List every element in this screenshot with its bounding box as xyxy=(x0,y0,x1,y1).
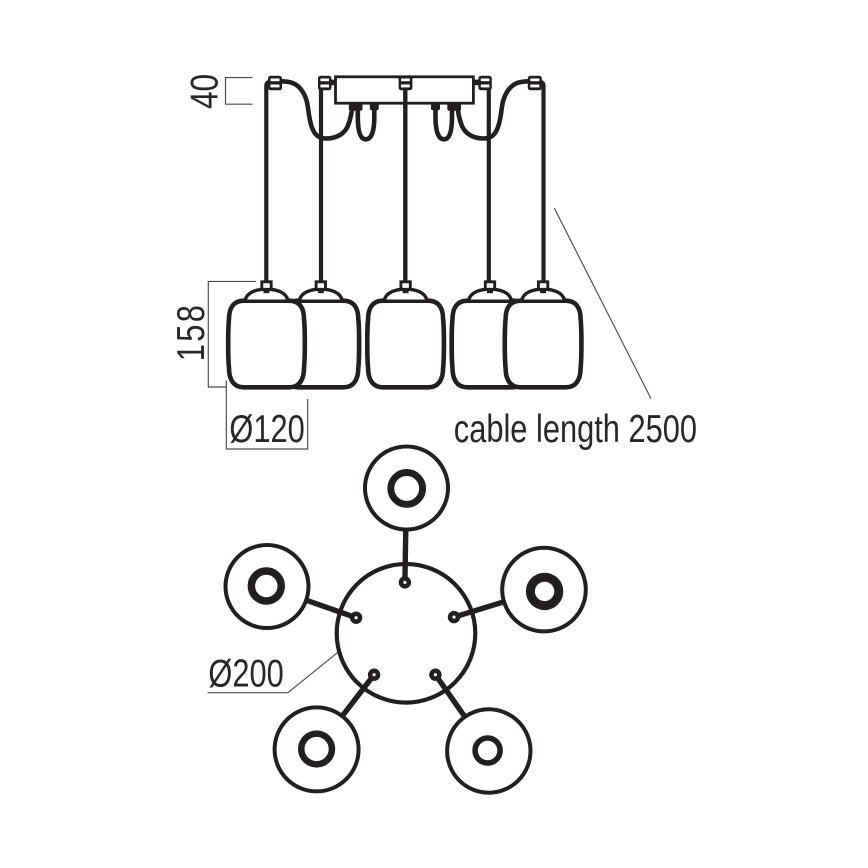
svg-text:Ø120: Ø120 xyxy=(229,408,304,451)
svg-text:158: 158 xyxy=(170,303,213,361)
svg-text:40: 40 xyxy=(184,74,227,109)
svg-text:cable length 2500: cable length 2500 xyxy=(454,408,697,451)
svg-text:Ø200: Ø200 xyxy=(208,652,283,695)
